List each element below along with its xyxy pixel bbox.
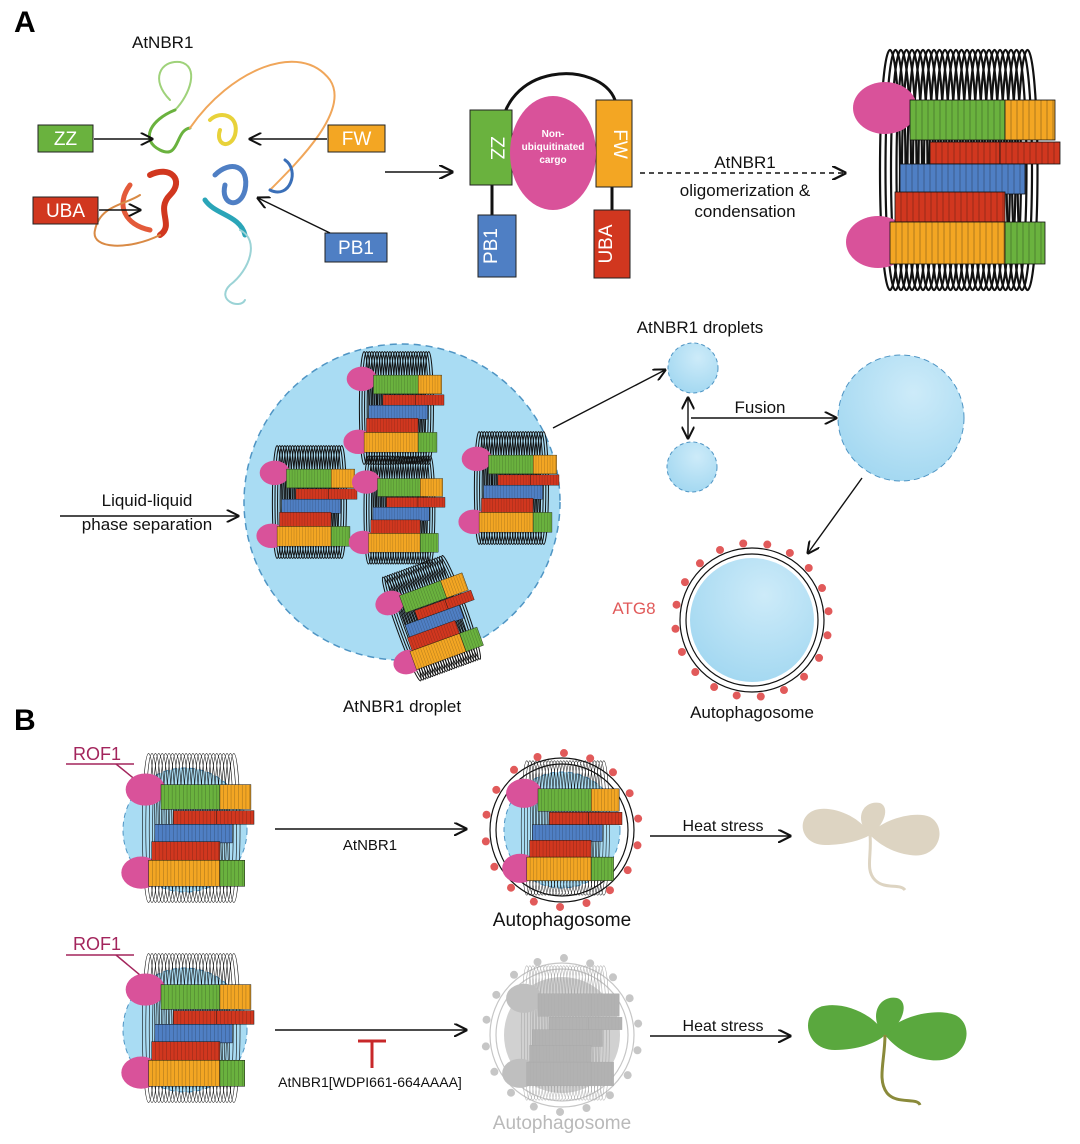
mutant-label: AtNBR1[WDPI661-664AAAA] — [278, 1074, 462, 1090]
inhibition-icon — [358, 1039, 386, 1068]
schematic-zz: ZZ — [486, 136, 507, 160]
atnbr1-arrow-label: AtNBR1 — [343, 837, 397, 854]
domain-label-pb1: PB1 — [338, 238, 374, 259]
protein-structure-icon — [93, 60, 336, 305]
protein-title: AtNBR1 — [132, 33, 193, 52]
seedling-icon-green — [808, 997, 967, 1106]
autophagosome-icon — [671, 539, 833, 701]
oligo-text-2: oligomerization & — [680, 181, 811, 200]
autophagosome-label-b2: Autophagosome — [493, 1113, 631, 1134]
droplets-label: AtNBR1 droplets — [637, 318, 764, 337]
cargo-text-1: Non- — [542, 129, 565, 140]
fusion-label: Fusion — [734, 398, 785, 417]
cargo-text-2: ubiquitinated — [522, 142, 585, 153]
cargo-text-3: cargo — [539, 155, 566, 166]
oligo-text-1: AtNBR1 — [714, 153, 775, 172]
seedling-icon-pale — [802, 802, 940, 892]
schematic-pb1: PB1 — [481, 228, 502, 264]
rof1-label-2: ROF1 — [73, 934, 121, 954]
domain-schematic: ZZ FW PB1 UBA Non- ubiquitinated cargo — [469, 72, 633, 279]
domain-label-zz: ZZ — [54, 129, 78, 150]
cargo-ellipse — [510, 96, 596, 210]
heat-stress-label-1: Heat stress — [683, 818, 764, 835]
arrow-to-autophagosome — [808, 477, 863, 553]
domain-label-uba: UBA — [46, 201, 85, 222]
schematic-uba: UBA — [596, 224, 617, 263]
droplet-label: AtNBR1 droplet — [343, 697, 461, 716]
rof1-label-1: ROF1 — [73, 744, 121, 764]
autophagosome-b-1 — [481, 749, 643, 911]
schematic-fw: FW — [609, 129, 630, 159]
llps-text-2: phase separation — [82, 515, 212, 534]
autophagosome-b-faded — [481, 954, 643, 1116]
arrow-to-droplets — [552, 370, 665, 429]
oligo-text-3: condensation — [694, 202, 795, 221]
small-droplet-2 — [666, 441, 718, 493]
domain-label-fw: FW — [342, 129, 372, 150]
droplet-icon — [243, 343, 561, 682]
domain-box-fw — [327, 124, 386, 153]
domain-box-pb1 — [324, 232, 388, 263]
heat-stress-label-2: Heat stress — [683, 1018, 764, 1035]
llps-text-1: Liquid-liquid — [102, 491, 193, 510]
rof1-droplet-2 — [121, 953, 255, 1103]
atg8-label: ATG8 — [612, 599, 655, 618]
panel-label-a: A — [14, 6, 36, 39]
autophagosome-label-a: Autophagosome — [690, 703, 814, 722]
panel-label-b: B — [14, 704, 36, 737]
rof1-droplet-1 — [121, 753, 255, 903]
domain-box-uba — [32, 196, 99, 225]
pb1-pointer — [258, 198, 331, 234]
condensate-icon — [846, 48, 1061, 292]
fused-droplet — [837, 354, 965, 482]
autophagosome-label-b1: Autophagosome — [493, 910, 631, 931]
domain-box-zz — [37, 124, 94, 153]
small-droplet-1 — [667, 342, 719, 394]
